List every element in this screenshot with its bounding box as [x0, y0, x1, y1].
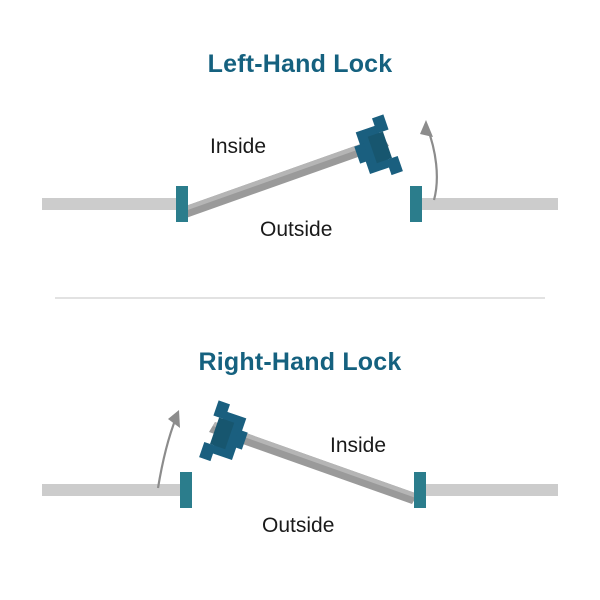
swing-arrow-icon [420, 120, 438, 201]
panel-left-hand-lock: Left-Hand Lock [0, 0, 600, 298]
diagram-right-hand-lock [42, 400, 558, 508]
door-strike-jamb [180, 472, 192, 508]
page-title-right-hand-lock: Right-Hand Lock [198, 348, 402, 376]
page-title-left-hand-lock: Left-Hand Lock [207, 50, 393, 78]
wall-segment-right [413, 198, 558, 210]
door-hinge-jamb [176, 186, 188, 222]
lock-cross-icon [199, 400, 248, 462]
outside-label: Outside [262, 514, 335, 537]
door-hinge-jamb [414, 472, 426, 508]
door-panel-highlight [213, 422, 418, 498]
outside-label: Outside [260, 218, 333, 241]
swing-arrow-icon [156, 410, 180, 489]
wall-segment-left [42, 484, 186, 496]
inside-label: Inside [210, 135, 267, 158]
door-panel-highlight [180, 136, 385, 212]
wall-segment-right [417, 484, 558, 496]
inside-label: Inside [330, 434, 387, 457]
lock-cross-icon [354, 114, 403, 176]
panel-divider [55, 297, 545, 299]
door-strike-jamb [410, 186, 422, 222]
wall-segment-left [42, 198, 182, 210]
panel-right-hand-lock: Right-Hand Lock [0, 298, 600, 600]
diagram-left-hand-lock [42, 114, 558, 222]
